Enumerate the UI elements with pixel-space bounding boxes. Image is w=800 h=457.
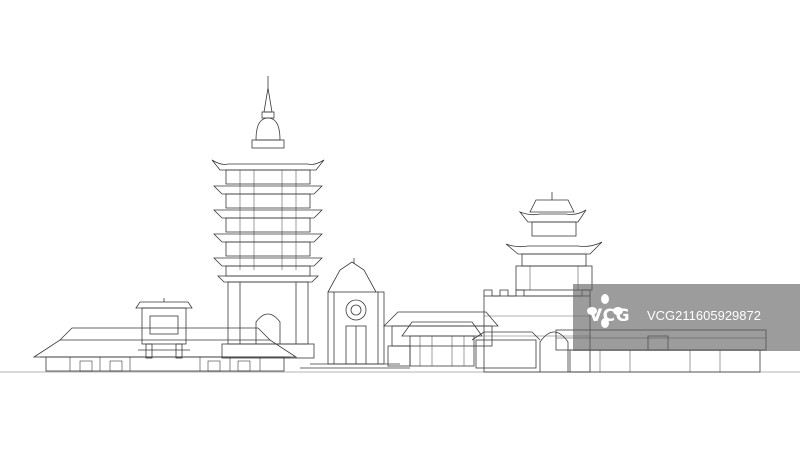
watermark-banner: VCG VCG211605929872 [573,284,800,351]
pagoda [211,76,325,359]
watermark-brand: VCG [589,306,631,326]
middle-halls [383,311,541,369]
pagoda-tiers [211,159,325,283]
church [300,258,410,369]
watermark-image-id: VCG211605929872 [647,308,761,323]
left-hall [32,298,298,372]
vcg-logo-icon [587,294,623,328]
